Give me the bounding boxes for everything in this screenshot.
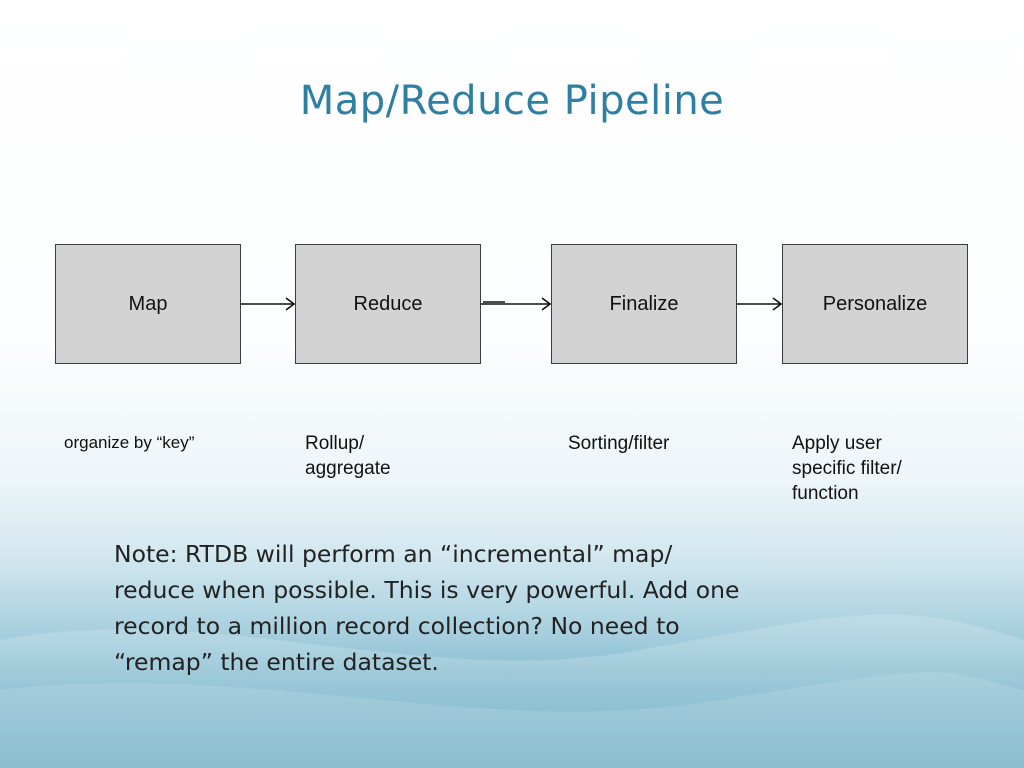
note-paragraph: Note: RTDB will perform an “incremental”… xyxy=(114,536,904,680)
personalize-caption-line: specific filter/ xyxy=(792,458,902,479)
note-line: Note: RTDB will perform an “incremental”… xyxy=(114,540,673,568)
arrowhead-map-to-reduce xyxy=(285,297,296,311)
finalize-box: Finalize xyxy=(551,244,737,364)
map-box: Map xyxy=(55,244,241,364)
finalize-caption: Sorting/filter xyxy=(568,433,670,454)
reduce-box: Reduce xyxy=(295,244,481,364)
personalize-caption-line: function xyxy=(792,483,859,504)
map-caption: organize by “key” xyxy=(64,433,195,452)
reduce-caption: Rollup/ aggregate xyxy=(305,431,391,481)
slide-title: Map/Reduce Pipeline xyxy=(299,78,725,124)
note-line: “remap” the entire dataset. xyxy=(114,648,439,676)
personalize-caption: Apply user specific filter/ function xyxy=(792,431,902,506)
reduce-caption-line: Rollup/ xyxy=(305,433,365,454)
personalize-box: Personalize xyxy=(782,244,968,364)
arrowhead-finalize-to-personalize xyxy=(772,297,783,311)
note-line: reduce when possible. This is very power… xyxy=(114,576,740,604)
arrowhead-reduce-to-finalize xyxy=(541,297,552,311)
personalize-caption-line: Apply user xyxy=(792,433,882,454)
note-line: record to a million record collection? N… xyxy=(114,612,680,640)
reduce-caption-line: aggregate xyxy=(305,458,391,479)
